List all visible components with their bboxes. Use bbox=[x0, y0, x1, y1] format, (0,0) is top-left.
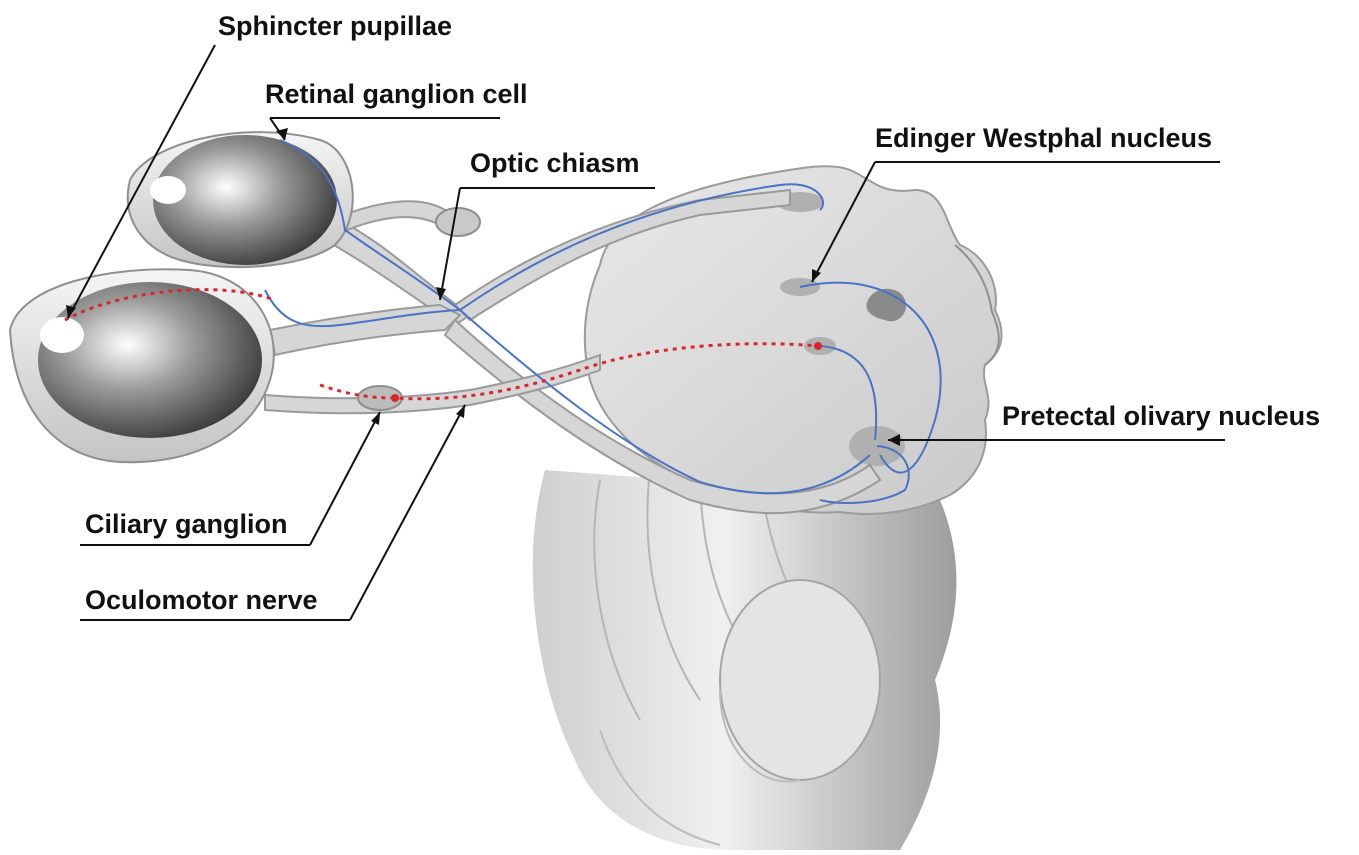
leader-optic-chiasm bbox=[440, 188, 460, 300]
leader-ciliary-ganglion bbox=[310, 412, 380, 545]
pupil-upper bbox=[150, 176, 186, 204]
label-optic-chiasm: Optic chiasm bbox=[470, 148, 640, 178]
label-retinal-ganglion-cell: Retinal ganglion cell bbox=[265, 79, 528, 109]
optic-nerve-bulge bbox=[436, 208, 480, 236]
label-pretectal-olivary-nucleus: Pretectal olivary nucleus bbox=[1002, 401, 1320, 431]
label-edinger-westphal-nucleus: Edinger Westphal nucleus bbox=[875, 123, 1212, 153]
efferent-node-ciliary bbox=[391, 394, 399, 402]
label-oculomotor-nerve: Oculomotor nerve bbox=[85, 585, 318, 615]
pupil-lower bbox=[40, 317, 84, 353]
label-ciliary-ganglion: Ciliary ganglion bbox=[85, 509, 288, 539]
efferent-node-ewn bbox=[814, 342, 822, 350]
eye-upper bbox=[128, 132, 353, 267]
eye-lower bbox=[10, 269, 274, 462]
cerebral-peduncle-section bbox=[720, 580, 880, 780]
label-sphincter-pupillae: Sphincter pupillae bbox=[218, 11, 452, 41]
brainstem bbox=[533, 470, 957, 850]
